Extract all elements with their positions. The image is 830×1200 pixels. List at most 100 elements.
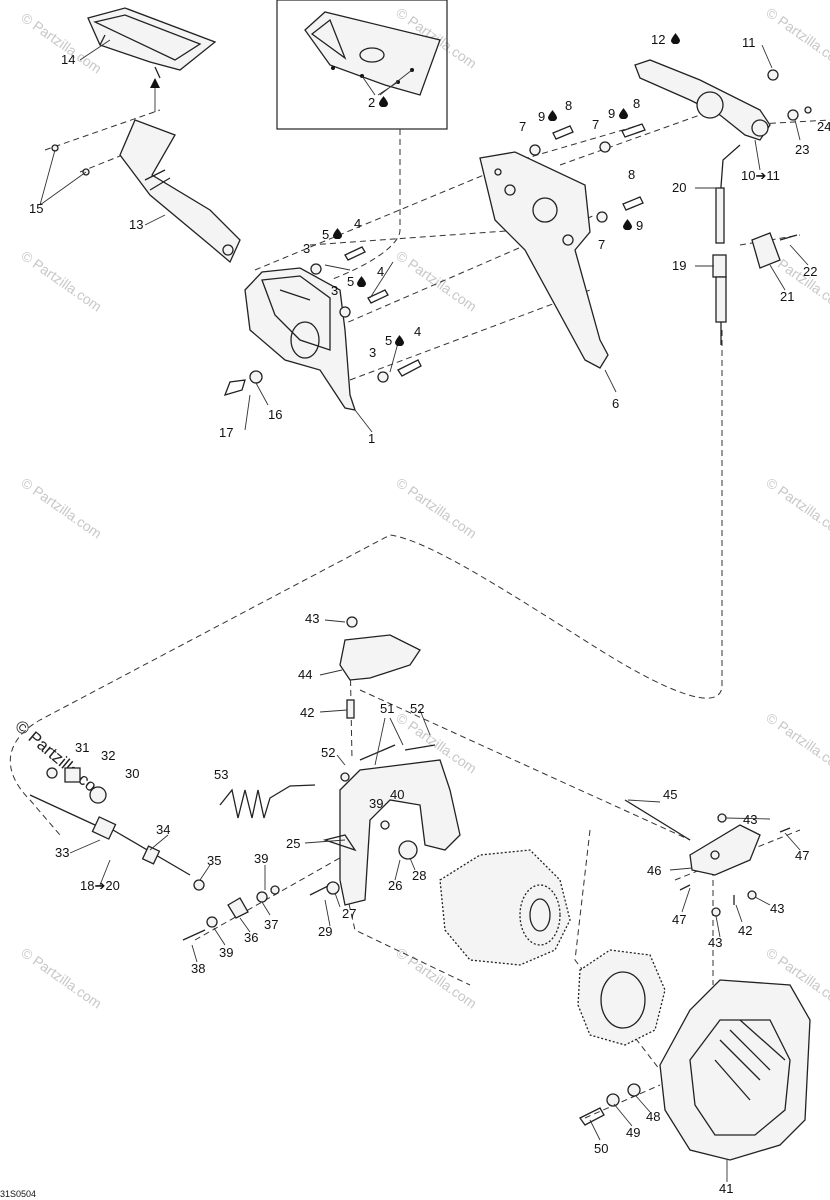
part-label: 22 (803, 264, 817, 279)
part-label: 9 (636, 218, 643, 233)
fasteners-right-top (529, 123, 646, 223)
part-label: 8 (633, 96, 640, 111)
pump-housing (439, 849, 571, 966)
fasteners-left (223, 246, 422, 396)
part-label: 34 (156, 822, 170, 837)
watermark: © Partzilla.com (393, 474, 479, 541)
part-label: 4 (414, 324, 421, 339)
part-label: 45 (663, 787, 677, 802)
part-label: 8 (565, 98, 572, 113)
part-label: 17 (219, 425, 233, 440)
part-label: 51 (380, 701, 394, 716)
part-label: 9 (538, 109, 545, 124)
leader-lines (39, 39, 809, 1182)
watermark: © Partzilla.com (18, 474, 104, 541)
watermark: © Partzilla.com (18, 247, 104, 314)
part-label: 31 (75, 740, 89, 755)
part-label: 1 (368, 431, 375, 446)
part-label: 7 (598, 237, 605, 252)
part-label: 3 (369, 345, 376, 360)
lubricant-drop-icon (623, 219, 632, 230)
drawing-code: 31S0504 (0, 1189, 36, 1199)
part-label: 25 (286, 836, 300, 851)
part-label: 26 (388, 878, 402, 893)
part-label: 15 (29, 201, 43, 216)
watermark: © Partzilla.com (763, 4, 830, 71)
part-label: 23 (795, 142, 809, 157)
watermark: © Partzilla.com (763, 474, 830, 541)
part-label: 3 (303, 241, 310, 256)
part-label: 39 (254, 851, 268, 866)
part-label: 21 (780, 289, 794, 304)
part-14-pad (87, 7, 217, 112)
part-25-pivot-plate (322, 744, 461, 906)
part-label: 32 (101, 748, 115, 763)
lubricant-drop-icon (548, 110, 557, 121)
watermark: © Partzilla.com (393, 247, 479, 314)
part-label: 39 (369, 796, 383, 811)
part-label: 52 (321, 745, 335, 760)
part-6-plate (479, 151, 609, 369)
part-label: 8 (628, 167, 635, 182)
lubricant-drop-icon (379, 96, 388, 107)
part-label: 2 (368, 95, 375, 110)
fasteners-48-50 (579, 1083, 641, 1126)
part-1-housing (244, 267, 356, 411)
part-label: 42 (738, 923, 752, 938)
part-label: 12 (651, 32, 665, 47)
part-label: 41 (719, 1181, 733, 1196)
part-label: 20 (672, 180, 686, 195)
part-label: 39 (219, 945, 233, 960)
part-label: 13 (129, 217, 143, 232)
part-label: 35 (207, 853, 221, 868)
part-46-bracket (624, 799, 791, 917)
part-label: 46 (647, 863, 661, 878)
part-label: 7 (519, 119, 526, 134)
lubricant-drop-icon (395, 335, 404, 346)
nozzle-ring (577, 949, 666, 1046)
part-label: 43 (708, 935, 722, 950)
part-label: 19 (672, 258, 686, 273)
part-label: 42 (300, 705, 314, 720)
part-label: 43 (743, 812, 757, 827)
part-label: 5 (385, 333, 392, 348)
part-label: 47 (795, 848, 809, 863)
inset-frame (276, 0, 448, 130)
watermark: © Partzilla.com (763, 709, 830, 776)
lubricant-drop-icon (333, 228, 342, 239)
part-13-lever (51, 119, 241, 264)
lubricant-drop-icon (619, 108, 628, 119)
part-label: 27 (342, 906, 356, 921)
part-label: 52 (410, 701, 424, 716)
part-label: 29 (318, 924, 332, 939)
part-label: 43 (770, 901, 784, 916)
part-19-20-rod (712, 144, 798, 345)
part-label: 33 (55, 845, 69, 860)
part-12-bellcrank (634, 59, 812, 141)
part-label: 49 (626, 1125, 640, 1140)
inset-bracket (304, 11, 441, 96)
part-label: 43 (305, 611, 319, 626)
lubricant-drop-icon (357, 276, 366, 287)
part-label: 5 (347, 274, 354, 289)
part-label: 18➔20 (80, 878, 120, 893)
part-label: 3 (331, 283, 338, 298)
part-label: 48 (646, 1109, 660, 1124)
part-44-bracket (339, 616, 421, 719)
part-label: 5 (322, 227, 329, 242)
part-label: 14 (61, 52, 75, 67)
part-33-cable (29, 767, 205, 891)
part-labels: 14 2 12 11 24 23 10➔11 15 13 9 8 7 9 8 7… (0, 32, 830, 1199)
part-label: 44 (298, 667, 312, 682)
part-label: 4 (377, 264, 384, 279)
part-label: 50 (594, 1141, 608, 1156)
part-label: 30 (125, 766, 139, 781)
part-label: 7 (592, 117, 599, 132)
part-label: 11 (742, 35, 756, 50)
part-label: 37 (264, 917, 278, 932)
part-label: 40 (390, 787, 404, 802)
part-label: 38 (191, 961, 205, 976)
part-label: 4 (354, 216, 361, 231)
part-53-spring (219, 784, 316, 819)
part-label: 9 (608, 106, 615, 121)
